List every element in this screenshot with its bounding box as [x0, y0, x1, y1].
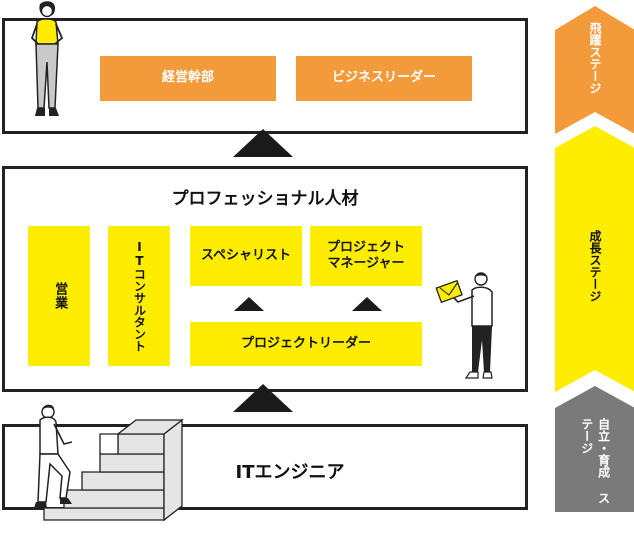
stage-arrow-leap: [555, 6, 634, 134]
role-project-leader: プロジェクトリーダー: [190, 322, 422, 366]
role-it-consultant: ITコンサルタント: [108, 226, 170, 366]
stage-arrow-independence: [555, 386, 634, 512]
stage-growth-label: 成長ステージ: [588, 230, 602, 302]
person-holding-envelope-icon: [435, 272, 493, 379]
stage-independence-label: 自立・育成 ステージ: [579, 418, 611, 504]
role-business-leader: ビジネスリーダー: [296, 56, 472, 101]
stage-leap-label: 飛躍ステージ: [588, 22, 602, 94]
stage-arrow-growth: [555, 126, 634, 392]
up-arrow-icon: [234, 297, 264, 311]
person-climbing-stairs-icon: [34, 404, 184, 522]
role-project-manager: プロジェクト マネージャー: [310, 226, 422, 286]
up-arrow-icon: [233, 384, 293, 412]
role-sales-label: 営業: [52, 282, 68, 310]
role-executive: 経営幹部: [100, 56, 276, 101]
person-standing-icon: [30, 1, 64, 116]
middle-tier-title: プロフェッショナル人材: [171, 189, 359, 209]
bottom-tier-title: ITエンジニア: [235, 462, 345, 483]
role-it-consultant-label: ITコンサルタント: [132, 240, 147, 352]
role-sales: 営業: [28, 226, 90, 366]
up-arrow-icon: [233, 129, 293, 157]
role-specialist: スペシャリスト: [190, 226, 302, 286]
up-arrow-icon: [352, 297, 382, 311]
